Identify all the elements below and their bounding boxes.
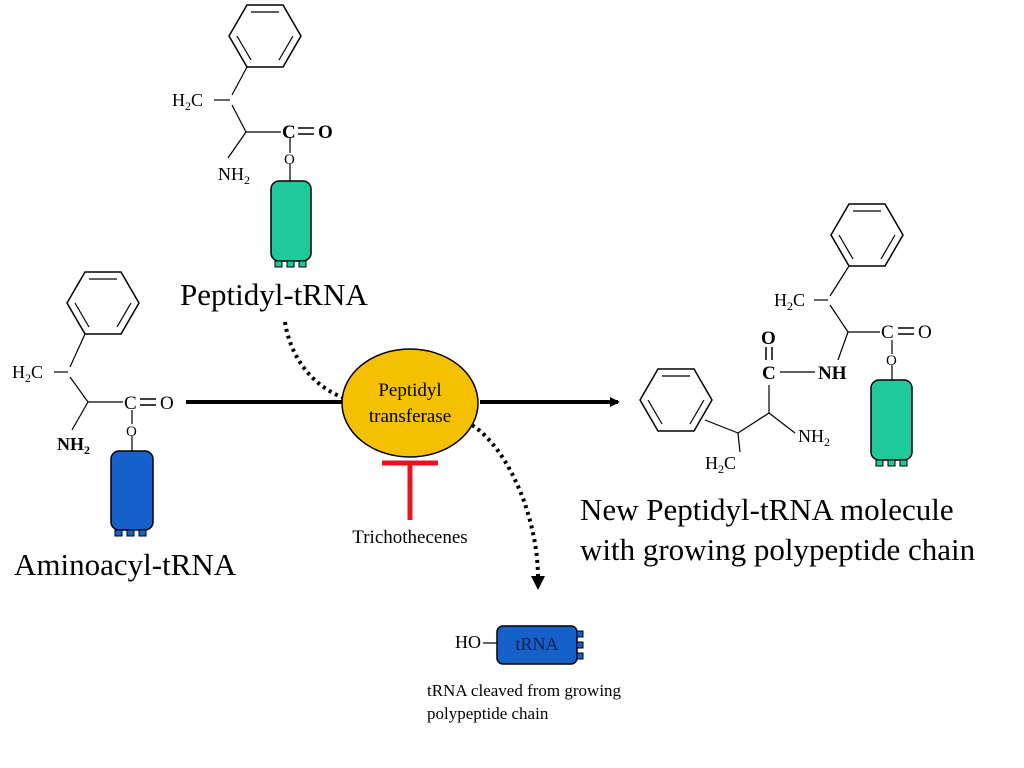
released-caption-line1: tRNA cleaved from growing — [427, 681, 622, 700]
chem-nh: NH — [57, 434, 84, 454]
new-peptidyl-trna-molecule: H2C C O O NH C O NH2 H2C — [639, 203, 932, 476]
chem-h: H — [12, 362, 25, 382]
carbonyl-c: C — [124, 393, 137, 414]
chem-subscript: 2 — [244, 173, 250, 187]
svg-text:NH2: NH2 — [798, 426, 830, 449]
peptide-o: O — [761, 328, 776, 349]
inhibition-t-bar-icon — [382, 460, 438, 520]
carbonyl-o: O — [318, 122, 333, 143]
aminoacyl-trna-label: Aminoacyl-tRNA — [14, 547, 237, 582]
released-ho-label: HO — [455, 632, 481, 652]
carbonyl-o: O — [160, 393, 174, 414]
ester-o: O — [284, 152, 295, 168]
green-trna-icon — [270, 180, 312, 268]
aminoacyl-trna-molecule: H2C C O O NH2 — [12, 271, 174, 537]
chem-h: H — [774, 290, 787, 310]
product-label-line2: with growing polypeptide chain — [580, 532, 976, 567]
peptidyl-to-enzyme-dotted-arrow — [283, 321, 345, 400]
svg-text:NH2: NH2 — [218, 164, 250, 187]
chem-subscript: 2 — [84, 443, 90, 457]
chem-subscript: 2 — [787, 299, 793, 313]
chem-nh: NH — [798, 426, 824, 446]
enzyme-label-line1: Peptidyl — [378, 380, 441, 401]
trichothecenes-label: Trichothecenes — [352, 527, 467, 548]
carbonyl-c: C — [881, 322, 894, 343]
enzyme-label-line2: transferase — [369, 406, 451, 427]
chem-subscript: 2 — [824, 435, 830, 449]
svg-text:H2C: H2C — [172, 90, 203, 113]
amide-nh: NH — [818, 363, 847, 384]
ester-o: O — [886, 353, 897, 369]
chem-subscript: 2 — [25, 371, 31, 385]
released-trna-icon — [496, 625, 584, 665]
released-caption-line2: polypeptide chain — [427, 704, 549, 723]
peptidyl-trna-molecule: H2C C O O NH2 — [172, 4, 333, 268]
chem-c: C — [724, 453, 736, 473]
svg-text:H2C: H2C — [774, 290, 805, 313]
peptide-c: C — [762, 363, 776, 384]
carbonyl-c: C — [282, 122, 296, 143]
phenyl-ring-icon — [66, 271, 140, 335]
chem-nh: NH — [218, 164, 244, 184]
trna-release-arrowhead — [531, 576, 545, 590]
chem-c: C — [191, 90, 203, 110]
chem-c: C — [793, 290, 805, 310]
green-trna-icon — [870, 379, 913, 467]
carbonyl-o: O — [918, 322, 932, 343]
phenyl-ring-icon — [639, 368, 713, 432]
trna-release-dotted-arrow — [470, 423, 540, 579]
peptidyl-transferase-enzyme — [341, 348, 479, 458]
chem-c: C — [31, 362, 43, 382]
svg-text:NH2: NH2 — [57, 434, 90, 457]
peptidyl-trna-label: Peptidyl-tRNA — [180, 277, 368, 312]
ester-o: O — [126, 424, 137, 440]
phenyl-ring-icon — [228, 4, 302, 68]
chem-h: H — [172, 90, 185, 110]
svg-text:H2C: H2C — [12, 362, 43, 385]
chem-h: H — [705, 453, 718, 473]
chem-subscript: 2 — [718, 462, 724, 476]
phenyl-ring-icon — [830, 203, 904, 267]
blue-trna-icon — [110, 450, 154, 537]
released-trna-label: tRNA — [515, 634, 558, 654]
product-label-line1: New Peptidyl-tRNA molecule — [580, 492, 954, 527]
chem-subscript: 2 — [185, 99, 191, 113]
svg-text:H2C: H2C — [705, 453, 736, 476]
